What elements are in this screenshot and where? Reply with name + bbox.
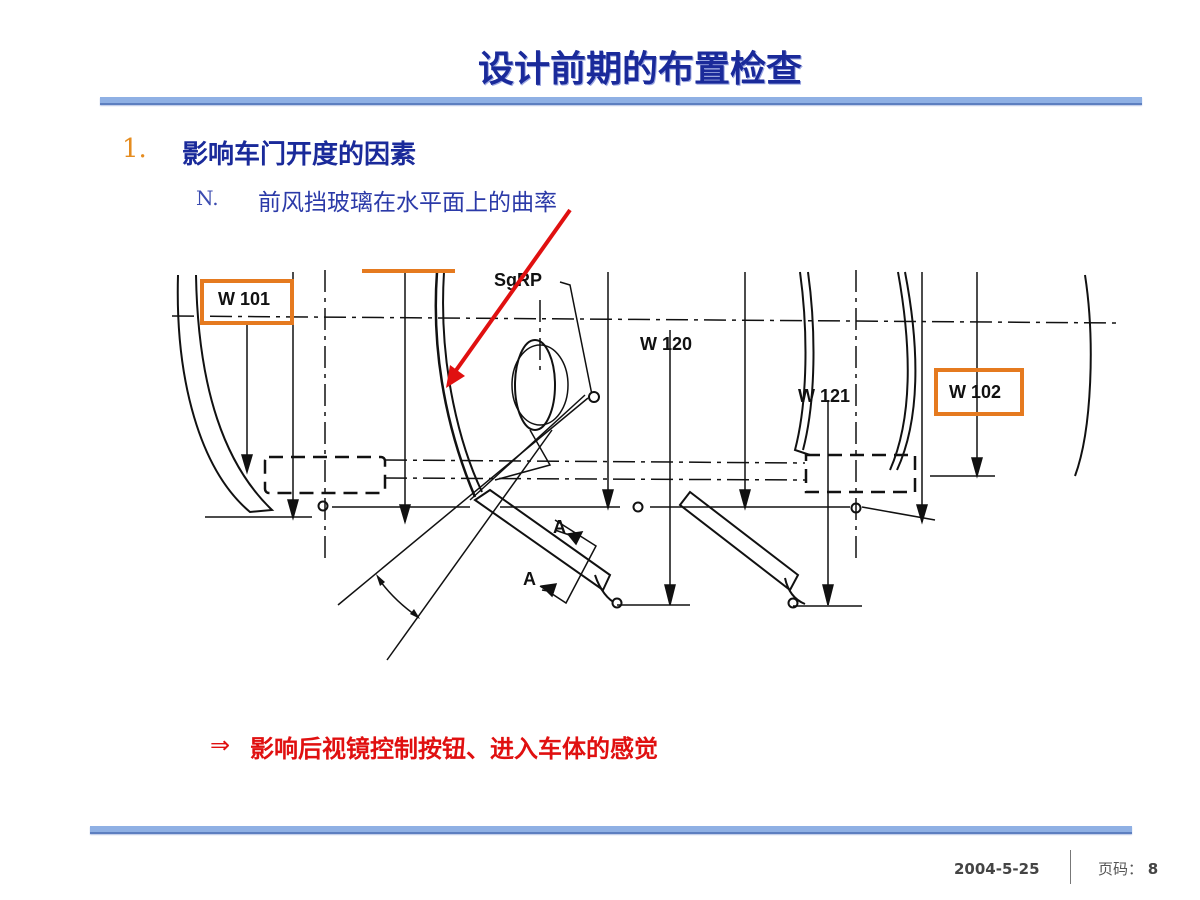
footer-page: 页码： 8 — [1098, 858, 1158, 879]
red-pointer-arrow — [450, 208, 572, 378]
pillar-line-right-inner — [896, 271, 917, 471]
top-divider — [100, 97, 1142, 105]
item-heading: 影响车门开度的因素 — [182, 140, 417, 170]
mirror-outline — [514, 339, 556, 431]
sub-item-text: 前风挡玻璃在水平面上的曲率 — [258, 190, 557, 216]
right-body-outline — [1074, 274, 1092, 477]
pillar-line-right — [889, 271, 909, 471]
label-w121: W 121 — [798, 386, 850, 406]
footer-date: 2004-5-25 — [954, 860, 1040, 878]
highlight-box-w101 — [200, 279, 294, 325]
label-section-a-upper: A — [553, 517, 566, 537]
label-w120: W 120 — [640, 334, 692, 354]
label-w101: W 101 — [218, 289, 270, 309]
dashed-box-right — [804, 453, 917, 494]
pillar-line-inner — [802, 271, 815, 451]
red-pointer-arrowhead — [446, 365, 465, 388]
bottom-divider — [90, 826, 1132, 834]
label-w102: W 102 — [949, 382, 1001, 402]
highlight-box-w102 — [934, 368, 1024, 416]
left-body-outline — [176, 274, 275, 514]
page-label: 页码： — [1098, 860, 1144, 878]
sgrp-point — [588, 391, 600, 403]
page-number: 8 — [1147, 860, 1159, 878]
note-text: 影响后视镜控制按钮、进入车体的感觉 — [250, 735, 658, 763]
rear-door-panel — [678, 490, 800, 592]
windshield-curve-inner — [442, 271, 483, 493]
sub-item-number: N. — [196, 186, 219, 210]
front-door-panel — [473, 488, 612, 592]
footer-separator — [1070, 850, 1071, 884]
dashed-box-left — [263, 455, 387, 495]
label-section-a-lower: A — [523, 569, 536, 589]
item-number: 1. — [122, 134, 147, 164]
pillar-line — [793, 271, 811, 456]
note-arrow-icon: ⇒ — [210, 731, 231, 759]
slide-title: 设计前期的布置检查 — [477, 49, 802, 90]
